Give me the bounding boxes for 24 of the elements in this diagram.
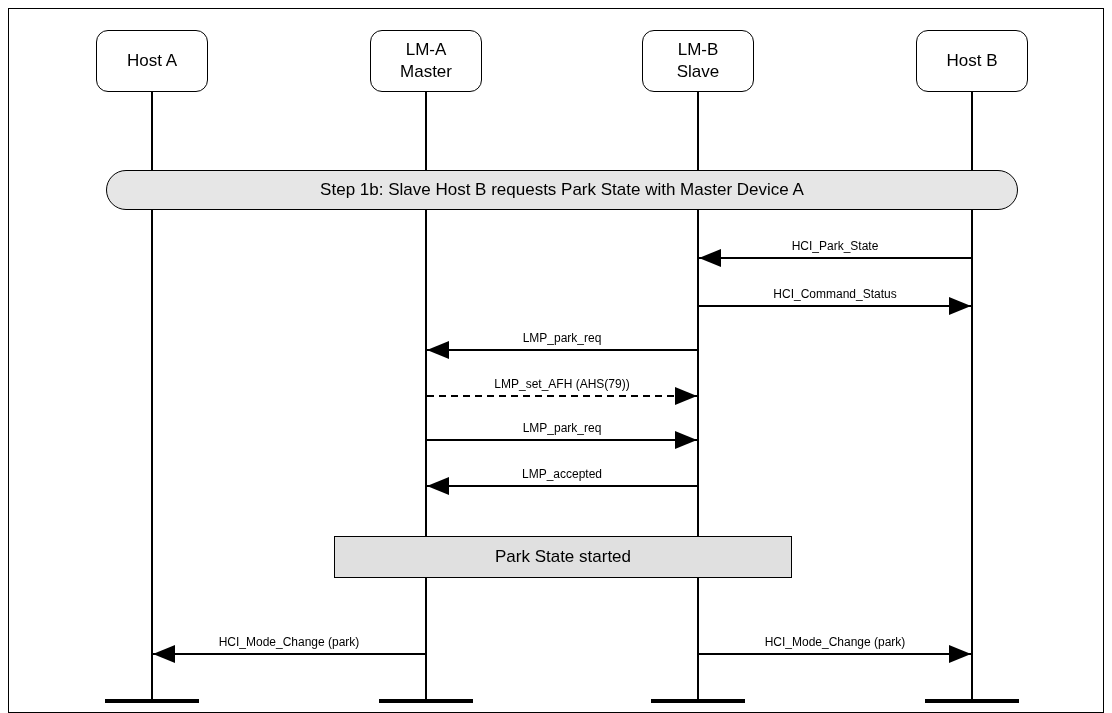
step-banner: Step 1b: Slave Host B requests Park State with Master Device A <box>106 170 1018 210</box>
message-arrow <box>698 645 972 663</box>
state-box: Park State started <box>334 536 792 578</box>
participant-box: LM-A Master <box>370 30 482 92</box>
message-arrow <box>152 645 426 663</box>
message-arrow <box>426 431 698 449</box>
edge-label: HCI_Mode_Change (park) <box>762 635 908 649</box>
participant-box: Host A <box>96 30 208 92</box>
edge-label: LMP_set_AFH (AHS(79)) <box>492 377 632 391</box>
message-arrow <box>698 297 972 315</box>
edge-label: LMP_park_req <box>520 331 604 345</box>
edge-label: HCI_Mode_Change (park) <box>216 635 362 649</box>
message-arrow <box>698 249 972 267</box>
lifeline <box>971 92 973 700</box>
edge-label: HCI_Park_State <box>789 239 881 253</box>
message-arrow <box>426 387 698 405</box>
message-arrow <box>426 341 698 359</box>
lifeline <box>151 92 153 700</box>
edge-label: LMP_park_req <box>520 421 604 435</box>
participant-box: LM-B Slave <box>642 30 754 92</box>
message-arrow <box>426 477 698 495</box>
participant-box: Host B <box>916 30 1028 92</box>
edge-label: HCI_Command_Status <box>771 287 899 301</box>
edge-label: LMP_accepted <box>519 467 605 481</box>
